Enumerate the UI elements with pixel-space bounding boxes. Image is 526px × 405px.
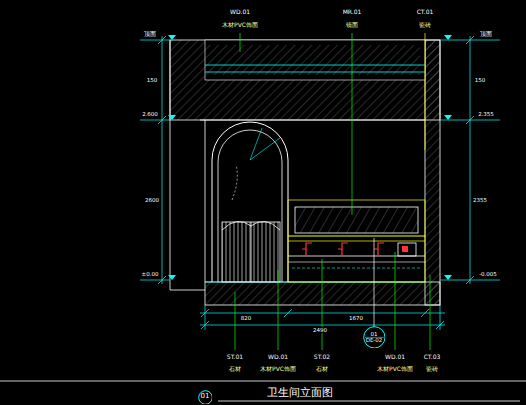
- material-name: 木材PVC饰面: [221, 22, 259, 29]
- material-code: ST.02: [313, 354, 331, 361]
- dimension: 150: [146, 77, 159, 83]
- material-code: ST.01: [226, 354, 244, 361]
- drawing-title: 卫生间立面图: [265, 385, 335, 400]
- material-name: 木材PVC饰面: [259, 366, 297, 373]
- material-code: CT.03: [423, 354, 442, 361]
- material-code: CT.01: [416, 9, 435, 16]
- level-value: 2.600: [141, 111, 159, 117]
- material-name: 木材PVC饰面: [376, 366, 414, 373]
- dimension: 820: [240, 315, 253, 321]
- drawing-number: 01: [198, 390, 213, 405]
- ceiling-slab: [170, 40, 440, 120]
- material-name: 镜面: [345, 22, 359, 29]
- level-value: 2.355: [477, 111, 495, 117]
- mirror: [295, 207, 418, 233]
- dimension: 2355: [472, 197, 488, 203]
- floor-slab: [205, 282, 440, 305]
- marker-number: 01: [366, 331, 383, 337]
- material-code: MR.01: [342, 9, 363, 16]
- right-wall: [425, 40, 440, 305]
- material-name: 石材: [315, 366, 329, 373]
- level-name: 顶面: [143, 31, 157, 37]
- material-code: WD.01: [267, 354, 289, 361]
- marker-number: 01: [201, 393, 210, 401]
- material-name: 石材: [228, 366, 242, 373]
- material-name: 瓷砖: [418, 22, 432, 29]
- faucets: [302, 243, 384, 256]
- dimension: 150: [474, 77, 487, 83]
- door-leaves: [222, 222, 280, 282]
- dimension: 2490: [312, 327, 328, 333]
- material-name: 瓷砖: [425, 366, 439, 373]
- sheet-reference: DE-02: [366, 337, 383, 343]
- material-code: WD.01: [384, 354, 406, 361]
- dimension: 1670: [348, 315, 364, 321]
- material-code: WD.01: [229, 9, 251, 16]
- level-name: 顶面: [479, 31, 493, 37]
- detail-marker: 01DE-02: [363, 326, 386, 349]
- level-value: ±0.00: [141, 271, 160, 277]
- leader-lines: [235, 33, 430, 350]
- dimension: 2600: [144, 197, 160, 203]
- level-value: -0.005: [478, 271, 498, 277]
